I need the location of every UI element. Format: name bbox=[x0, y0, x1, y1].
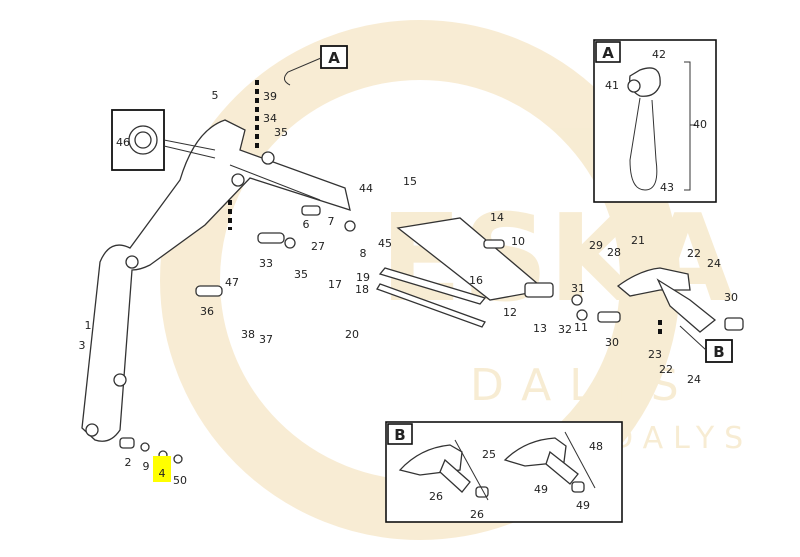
part-label: 31 bbox=[571, 282, 585, 295]
part-label: 29 bbox=[589, 239, 603, 252]
part-label: 38 bbox=[241, 328, 255, 341]
part-4-highlight bbox=[153, 456, 171, 482]
part-label: 44 bbox=[359, 182, 373, 195]
part-label: 33 bbox=[259, 257, 273, 270]
part-label: 37 bbox=[259, 333, 273, 346]
part-label: 11 bbox=[574, 321, 588, 334]
seal-detail-46 bbox=[111, 109, 216, 171]
detail-a-label: A bbox=[602, 44, 614, 62]
part-label: 36 bbox=[200, 305, 214, 318]
part-label: 10 bbox=[511, 235, 525, 248]
part-label: 27 bbox=[311, 240, 325, 253]
boom-arm bbox=[81, 119, 351, 442]
callout-b-main-label: B bbox=[713, 343, 724, 361]
part-label: 13 bbox=[533, 322, 547, 335]
pin-group-6 bbox=[301, 205, 356, 232]
part-label: 18 bbox=[355, 283, 369, 296]
part-label: 32 bbox=[558, 323, 572, 336]
part-label: 24 bbox=[687, 373, 701, 386]
part-label: 35 bbox=[274, 126, 288, 139]
part-label: 24 bbox=[707, 257, 721, 270]
pin-group-33 bbox=[257, 232, 296, 249]
part-label: 6 bbox=[303, 218, 310, 231]
part-label: 3 bbox=[79, 339, 86, 352]
part-label: 26 bbox=[470, 508, 484, 521]
part-label: 40 bbox=[693, 118, 707, 131]
part-label: 4 bbox=[159, 467, 166, 480]
part-label: 12 bbox=[503, 306, 517, 319]
part-label: 20 bbox=[345, 328, 359, 341]
link-assembly-main bbox=[571, 267, 744, 333]
part-label: 45 bbox=[378, 237, 392, 250]
part-label: 50 bbox=[173, 474, 187, 487]
part-label: 23 bbox=[648, 348, 662, 361]
part-label: 15 bbox=[403, 175, 417, 188]
part-label: 43 bbox=[660, 181, 674, 194]
part-label: 1 bbox=[85, 319, 92, 332]
bar-16 bbox=[378, 267, 487, 305]
detail-box-a: A bbox=[593, 39, 717, 203]
part-label: 26 bbox=[429, 490, 443, 503]
part-label: 25 bbox=[482, 448, 496, 461]
part-label: 7 bbox=[328, 215, 335, 228]
part-label: 22 bbox=[659, 363, 673, 376]
part-label: 17 bbox=[328, 278, 342, 291]
part-label: 47 bbox=[225, 276, 239, 289]
callout-a-main: A bbox=[284, 45, 348, 86]
part-label: 21 bbox=[631, 234, 645, 247]
rail-assembly-10 bbox=[396, 217, 554, 301]
callout-a-main-label: A bbox=[328, 49, 340, 67]
part-label: 42 bbox=[652, 48, 666, 61]
part-label: 19 bbox=[356, 271, 370, 284]
watermark-sub-small: DALYS bbox=[610, 421, 753, 456]
detail-box-b: B bbox=[385, 421, 623, 523]
part-label: 39 bbox=[263, 90, 277, 103]
part-label: 46 bbox=[116, 136, 130, 149]
part-label: 49 bbox=[576, 499, 590, 512]
part-label: 16 bbox=[469, 274, 483, 287]
callout-b-main: B bbox=[679, 325, 733, 363]
part-label: 22 bbox=[687, 247, 701, 260]
part-label: 30 bbox=[605, 336, 619, 349]
part-number-labels: 1 2 3 4 5 6 7 8 9 10 11 12 13 14 15 16 1… bbox=[79, 48, 739, 521]
part-label: 35 bbox=[294, 268, 308, 281]
part-label: 41 bbox=[605, 79, 619, 92]
part-label: 5 bbox=[212, 89, 219, 102]
watermark-sub: DALYS bbox=[470, 360, 697, 411]
part-label: 9 bbox=[143, 460, 150, 473]
part-label: 48 bbox=[589, 440, 603, 453]
part-label: 49 bbox=[534, 483, 548, 496]
dashed-leaders bbox=[228, 80, 662, 338]
part-label: 28 bbox=[607, 246, 621, 259]
part-label: 14 bbox=[490, 211, 504, 224]
part-label: 8 bbox=[360, 247, 367, 260]
pin-group-36 bbox=[195, 285, 223, 297]
part-label: 30 bbox=[724, 291, 738, 304]
part-label: 2 bbox=[125, 456, 132, 469]
part-label: 34 bbox=[263, 112, 277, 125]
detail-b-label: B bbox=[394, 426, 405, 444]
rod-18 bbox=[376, 283, 486, 328]
